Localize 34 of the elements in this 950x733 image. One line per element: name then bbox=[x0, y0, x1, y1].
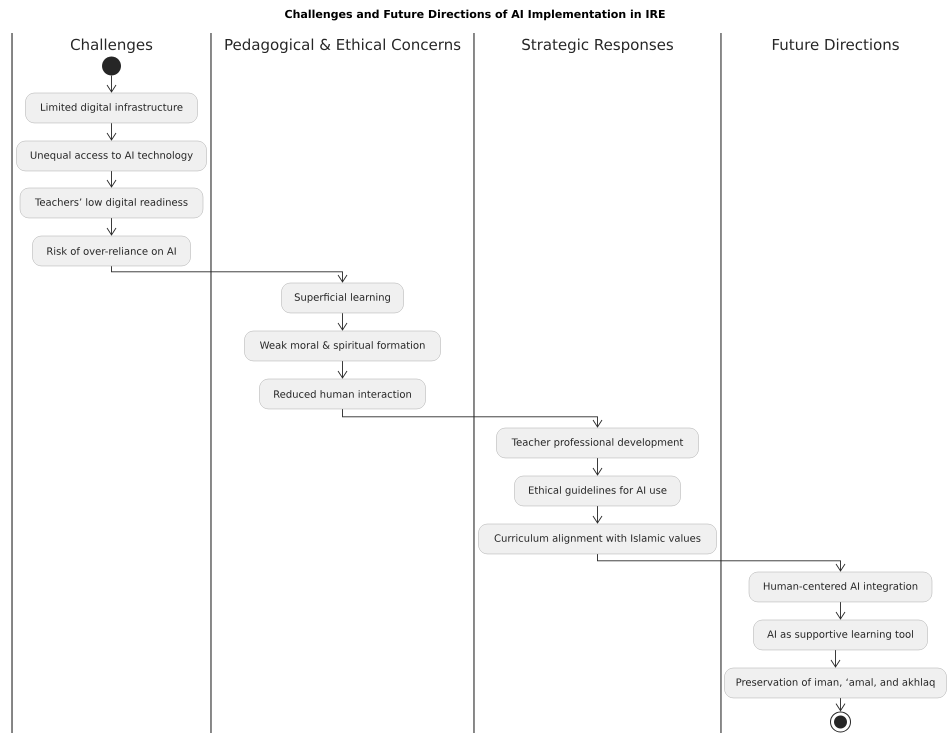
arrow bbox=[592, 506, 602, 524]
activity-box: Ethical guidelines for AI use bbox=[514, 476, 681, 506]
arrow bbox=[338, 360, 348, 379]
activity-box: Reduced human interaction bbox=[259, 378, 426, 410]
arrow bbox=[830, 650, 840, 668]
title: Challenges and Future Directions of AI Implementation in IRE bbox=[285, 10, 665, 20]
activity-box: Limited digital infrastructure bbox=[25, 92, 198, 124]
activity-box: AI as supportive learning tool bbox=[753, 620, 928, 650]
arrow bbox=[106, 75, 116, 93]
arrow bbox=[836, 698, 846, 712]
activity-box: Weak moral & spiritual formation bbox=[244, 330, 441, 362]
start-node bbox=[102, 56, 121, 76]
arrow bbox=[106, 218, 116, 236]
activity-box: Human-centered AI integration bbox=[748, 572, 932, 602]
activity-box: Superficial learning bbox=[281, 282, 404, 314]
activity-box: Unequal access to AI technology bbox=[16, 140, 207, 172]
end-node bbox=[830, 711, 851, 732]
activity-box: Curriculum alignment with Islamic values bbox=[478, 524, 717, 554]
arrow bbox=[106, 122, 116, 141]
lane-header: Strategic Responses bbox=[522, 38, 673, 54]
lane-header: Future Directions bbox=[772, 38, 899, 50]
activity-box: Risk of over-reliance on AI bbox=[32, 236, 191, 266]
arrow bbox=[342, 408, 602, 428]
activity-box: Teachers’ low digital readiness bbox=[20, 188, 204, 218]
arrow bbox=[338, 312, 348, 331]
arrow bbox=[106, 170, 116, 188]
arrow bbox=[111, 266, 348, 283]
arrow bbox=[597, 554, 846, 572]
activity-box: Teacher professional development bbox=[496, 428, 699, 458]
arrow bbox=[592, 458, 602, 476]
lane-header: Challenges bbox=[70, 38, 152, 54]
lane-header: Pedagogical & Ethical Concerns bbox=[226, 38, 460, 54]
arrow bbox=[836, 602, 846, 620]
activity-box: Preservation of iman, ‘amal, and akhlaq bbox=[724, 668, 947, 698]
